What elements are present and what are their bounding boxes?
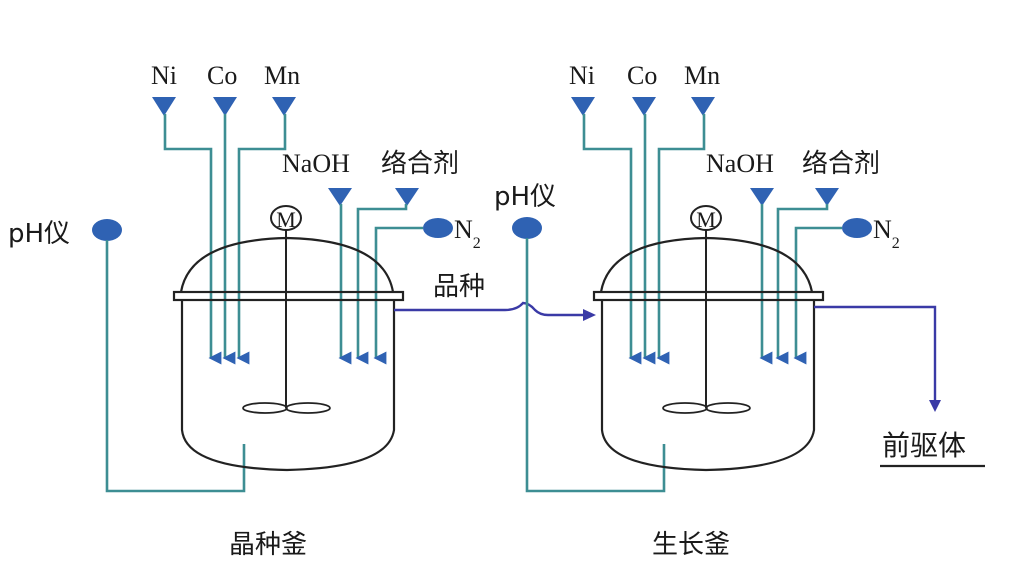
seed-co-feed-icon (213, 97, 237, 116)
seed-feed-label-ni: Ni (151, 61, 177, 90)
seed-ni-pipe (163, 114, 222, 365)
growth-vessel-flange (592, 290, 825, 302)
seed-agitator-blade-right (285, 402, 331, 414)
seed-ph-meter-label: pH仪 (8, 219, 70, 249)
growth-ph-probe-line (525, 238, 666, 493)
seed-ni-feed-icon (152, 97, 176, 116)
seed-feed-label-complexing-agent: 络合剂 (381, 149, 459, 179)
seed-mn-pipe (236, 114, 287, 365)
growth-n2-label: N2 (873, 215, 900, 252)
growth-ph-meter-label: pH仪 (494, 182, 556, 212)
growth-feed-label-mn: Mn (684, 61, 720, 90)
seed-vessel-flange (172, 290, 405, 302)
seed-vessel-body (180, 300, 396, 472)
growth-co-feed-icon (632, 97, 656, 116)
seed-reactor: Ni Co Mn NaOH 络合剂 N2 pH仪 M (8, 61, 481, 560)
seed-feed-label-mn: Mn (264, 61, 300, 90)
growth-motor-label: M (696, 207, 716, 232)
growth-reactor-name: 生长釜 (652, 530, 730, 560)
seed-complexing-agent-pipe (355, 204, 408, 365)
product-arrow-icon (929, 400, 941, 412)
growth-mn-pipe (656, 114, 706, 365)
seed-transfer-flow: 品种 (394, 272, 596, 321)
seed-feed-label-co: Co (207, 61, 237, 90)
transfer-arrow-icon (583, 309, 596, 321)
seed-motor-label: M (276, 207, 296, 232)
product-line (814, 305, 937, 402)
transfer-line (394, 301, 585, 317)
seed-feed-label-naoh: NaOH (282, 149, 350, 178)
seed-ph-meter-icon (92, 219, 122, 241)
seed-ph-probe-line (105, 240, 246, 493)
growth-agitator-blade-right (705, 402, 751, 414)
growth-mn-feed-icon (691, 97, 715, 116)
seed-reactor-name: 晶种釜 (229, 530, 307, 560)
growth-complexing-agent-pipe (775, 204, 829, 365)
growth-naoh-feed-icon (750, 188, 774, 206)
product-label: 前驱体 (882, 429, 966, 462)
growth-reactor: Ni Co Mn NaOH 络合剂 N2 pH仪 M 生长釜 (494, 61, 900, 560)
seed-n2-pipe (373, 226, 423, 365)
growth-ph-meter-icon (512, 217, 542, 239)
growth-feed-label-co: Co (627, 61, 657, 90)
growth-vessel-body (600, 300, 816, 472)
product-outflow: 前驱体 (814, 305, 985, 468)
growth-ni-feed-icon (571, 97, 595, 116)
growth-n2-inlet-icon (842, 218, 872, 238)
growth-feed-label-ni: Ni (569, 61, 595, 90)
seed-naoh-feed-icon (328, 188, 352, 206)
growth-ni-pipe (582, 114, 642, 365)
seed-n2-label: N2 (454, 215, 481, 252)
seed-complexing-agent-feed-icon (395, 188, 419, 206)
seed-n2-inlet-icon (423, 218, 453, 238)
seed-mn-feed-icon (272, 97, 296, 116)
growth-feed-label-complexing-agent: 络合剂 (802, 149, 880, 179)
growth-n2-pipe (793, 226, 842, 365)
growth-agitator-blade-left (662, 402, 708, 414)
growth-feed-label-naoh: NaOH (706, 149, 774, 178)
transfer-label: 品种 (433, 272, 485, 302)
seed-agitator-blade-left (242, 402, 288, 414)
growth-complexing-agent-feed-icon (815, 188, 839, 206)
